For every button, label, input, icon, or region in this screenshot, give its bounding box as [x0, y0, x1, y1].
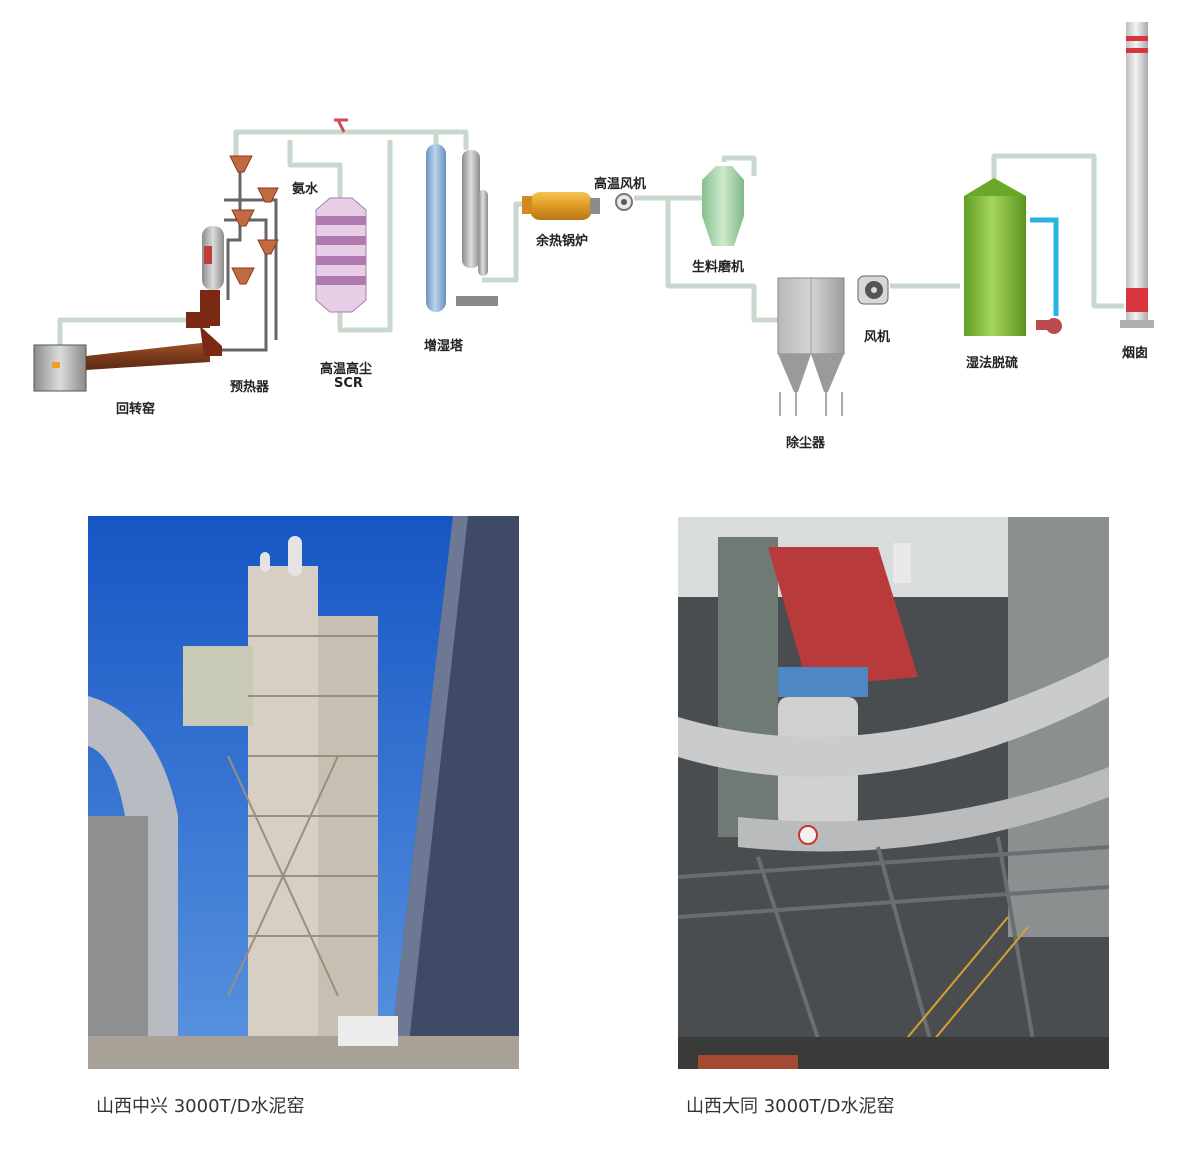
label-wet-fgd: 湿法脱硫 [966, 356, 1019, 371]
label-rotary-kiln: 回转窑 [116, 402, 156, 417]
scr-reactor [315, 197, 367, 313]
humidifier-outlet-pipe [482, 201, 528, 283]
raw-mill [702, 166, 744, 246]
photo-2-illustration [678, 517, 1109, 1069]
slurry-pipe [1030, 217, 1059, 316]
photo-1-caption: 山西中兴 3000T/D水泥窑 [96, 1096, 305, 1117]
photo-2-caption: 山西大同 3000T/D水泥窑 [686, 1096, 895, 1117]
label-scr-line2: SCR [334, 376, 363, 391]
scr-outlet-pipe [337, 140, 393, 333]
label-scr-line1: 高温高尘 [320, 362, 373, 377]
rotary-kiln [33, 342, 210, 392]
label-preheater: 预热器 [230, 380, 270, 395]
site-photo-2 [678, 517, 1109, 1069]
preheater-tower [186, 155, 279, 356]
process-flow-svg [33, 22, 1154, 416]
id-fan [857, 275, 889, 305]
humidifier-tower [426, 144, 498, 312]
site-photo-1 [88, 516, 519, 1069]
top-header-pipe [233, 129, 469, 160]
dust-collector [777, 277, 845, 416]
label-dust-collector: 除尘器 [786, 436, 826, 451]
kiln-exhaust-pipe [57, 317, 190, 350]
label-ammonia: 氨水 [292, 182, 319, 197]
ammonia-pipe [287, 140, 343, 200]
waste-heat-boiler [522, 192, 600, 220]
mill-bypass-pipe [665, 200, 778, 323]
label-boiler: 余热锅炉 [536, 234, 589, 249]
ammonia-valve [334, 118, 348, 133]
process-flow-diagram: 回转窑 预热器 氨水 高温高尘 SCR 增湿塔 余热锅炉 高温风机 生料磨机 除… [0, 0, 1200, 470]
label-fan: 风机 [864, 330, 891, 345]
chimney [1120, 22, 1154, 328]
wet-fgd-tower [964, 178, 1062, 336]
label-raw-mill: 生料磨机 [692, 260, 745, 275]
label-hot-fan: 高温风机 [594, 177, 647, 192]
fgd-to-chimney-pipe [991, 153, 1124, 309]
gas-pipes [57, 129, 1124, 350]
mill-top-pipe [721, 155, 757, 176]
photo-1-illustration [88, 516, 519, 1069]
high-temp-fan [615, 193, 633, 211]
label-humidifier: 增湿塔 [424, 339, 464, 354]
label-chimney: 烟囱 [1122, 346, 1149, 361]
